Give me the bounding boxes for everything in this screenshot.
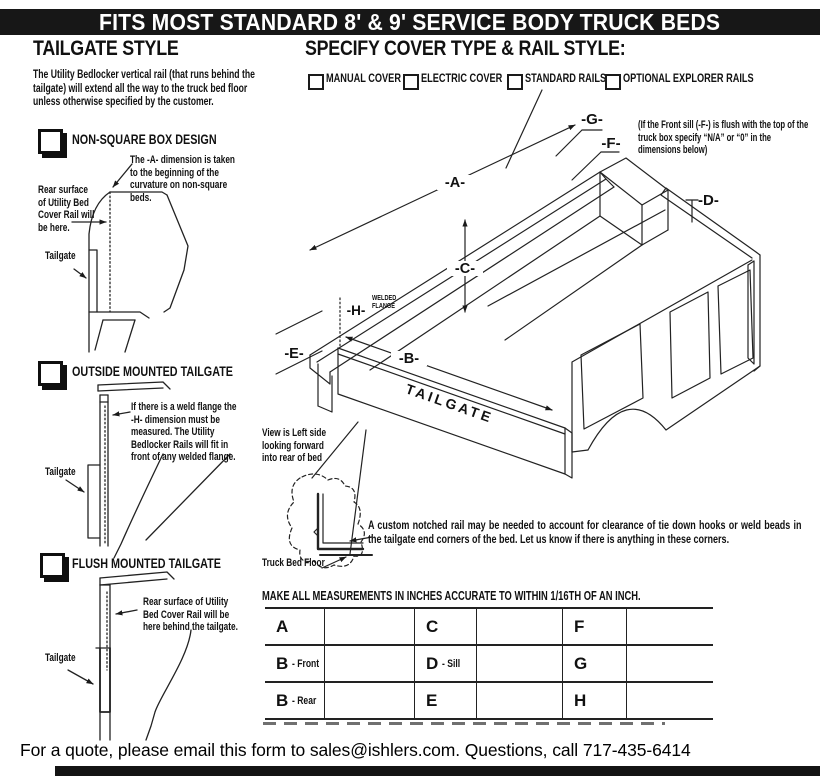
standard-rails-checkbox[interactable] [507,74,523,90]
flush-mounted-label: FLUSH MOUNTED TAILGATE [72,556,221,571]
note1-arrow [112,163,133,188]
dim-label-a: -A- [445,175,465,191]
measurements-table: A C F B - Front D - Sill G B - Rear [265,607,713,720]
bottom-bar [55,766,820,776]
tailgate-arrow-1 [73,268,87,279]
measure-input-b-rear[interactable] [325,683,415,720]
tailgate-label-2: Tailgate [45,466,76,478]
weld-flange-arrow [112,411,131,417]
measure-input-h[interactable] [627,683,713,720]
tailgate-style-intro: The Utility Bedlocker vertical rail (tha… [33,69,255,108]
weld-flange-note: If there is a weld flange the -H- dimens… [131,401,237,464]
measure-label-f: F [563,609,627,646]
tailgate-arrow-2 [65,479,85,493]
truck-bed-floor-label: Truck Bed Floor [262,557,325,569]
clipped-text-line [263,722,665,725]
tailgate-bar [88,249,98,313]
measure-input-b-front[interactable] [325,646,415,683]
measure-label-g: G [563,646,627,683]
flush-mounted-checkbox[interactable] [40,553,65,578]
rear-surface-arrow-2 [115,609,138,616]
top-banner: FITS MOST STANDARD 8' & 9' SERVICE BODY … [0,9,820,35]
banner-title: FITS MOST STANDARD 8' & 9' SERVICE BODY … [99,8,721,35]
non-square-box-checkbox[interactable] [38,129,63,154]
dim-line-b [345,336,553,411]
notch-detail-blob [286,473,365,569]
notch-note: A custom notched rail may be needed to a… [368,518,802,546]
non-square-note: The -A- dimension is taken to the beginn… [130,154,235,204]
tailgate-style-heading: TAILGATE STYLE [33,37,179,60]
standard-rails-leader-line [505,89,543,169]
outside-mounted-checkbox[interactable] [38,361,63,386]
notched-rail-bracket [316,492,365,551]
measure-label-c: C [415,609,477,646]
tailgate-outside-box [87,464,101,539]
dim-label-g: -G- [581,111,603,128]
measure-label-a: A [265,609,325,646]
non-square-box-diagram [71,163,189,353]
tailgate-label-3: Tailgate [45,652,76,664]
tailgate-arrow-3 [67,669,94,685]
measure-input-d-sill[interactable] [477,646,563,683]
tailgate-flush-box [99,647,111,713]
dim-label-h: -H- [347,303,366,318]
measure-label-b-front: B - Front [265,646,325,683]
dim-label-f: -F- [601,135,620,152]
notch-note-arrow [349,536,373,543]
dim-ticks-e [275,310,323,375]
manual-cover-label: MANUAL COVER [326,73,401,85]
front-sill-note: (If the Front sill (-F-) is flush with t… [638,119,809,157]
measure-input-f[interactable] [627,609,713,646]
dim-label-d: -D- [698,192,719,209]
measure-input-g[interactable] [627,646,713,683]
measure-label-b-rear: B - Rear [265,683,325,720]
measure-label-h: H [563,683,627,720]
outside-mounted-diagram [65,381,231,559]
dim-label-c: -C- [455,261,475,277]
outside-mounted-label: OUTSIDE MOUNTED TAILGATE [72,364,233,379]
electric-cover-checkbox[interactable] [403,74,419,90]
explorer-rails-label: OPTIONAL EXPLORER RAILS [623,73,754,85]
manual-cover-checkbox[interactable] [308,74,324,90]
dim-label-b: -B- [399,351,419,367]
rear-surface-note: Rear surface of Utility Bed Cover Rail w… [38,184,95,234]
measure-input-c[interactable] [477,609,563,646]
non-square-box-label: NON-SQUARE BOX DESIGN [72,132,217,147]
electric-cover-label: ELECTRIC COVER [421,73,503,85]
truck-bed-diagram: -A- -B- -C- -D- -E- -F- -G- -H- TAILGATE [275,89,761,569]
standard-rails-label: STANDARD RAILS [525,73,607,85]
measure-label-e: E [415,683,477,720]
footer-quote-text: For a quote, please email this form to s… [20,740,691,760]
flush-mounted-diagram [67,571,192,741]
truck-bed-floor-arrow [321,556,347,569]
cover-rail-heading: SPECIFY COVER TYPE & RAIL STYLE: [305,37,626,60]
measure-label-d-sill: D - Sill [415,646,477,683]
view-note: View is Left side looking forward into r… [262,427,327,465]
measure-input-a[interactable] [325,609,415,646]
measure-input-e[interactable] [477,683,563,720]
dim-label-e: -E- [284,346,304,362]
welded-flange-label: WELDED FLANGE [372,295,397,310]
dim-ticks-d [685,199,699,223]
tailgate-label-1: Tailgate [45,250,76,262]
measurements-heading: MAKE ALL MEASUREMENTS IN INCHES ACCURATE… [262,589,641,603]
flush-rear-surface-note: Rear surface of Utility Bed Cover Rail w… [143,596,238,634]
explorer-rails-checkbox[interactable] [605,74,621,90]
